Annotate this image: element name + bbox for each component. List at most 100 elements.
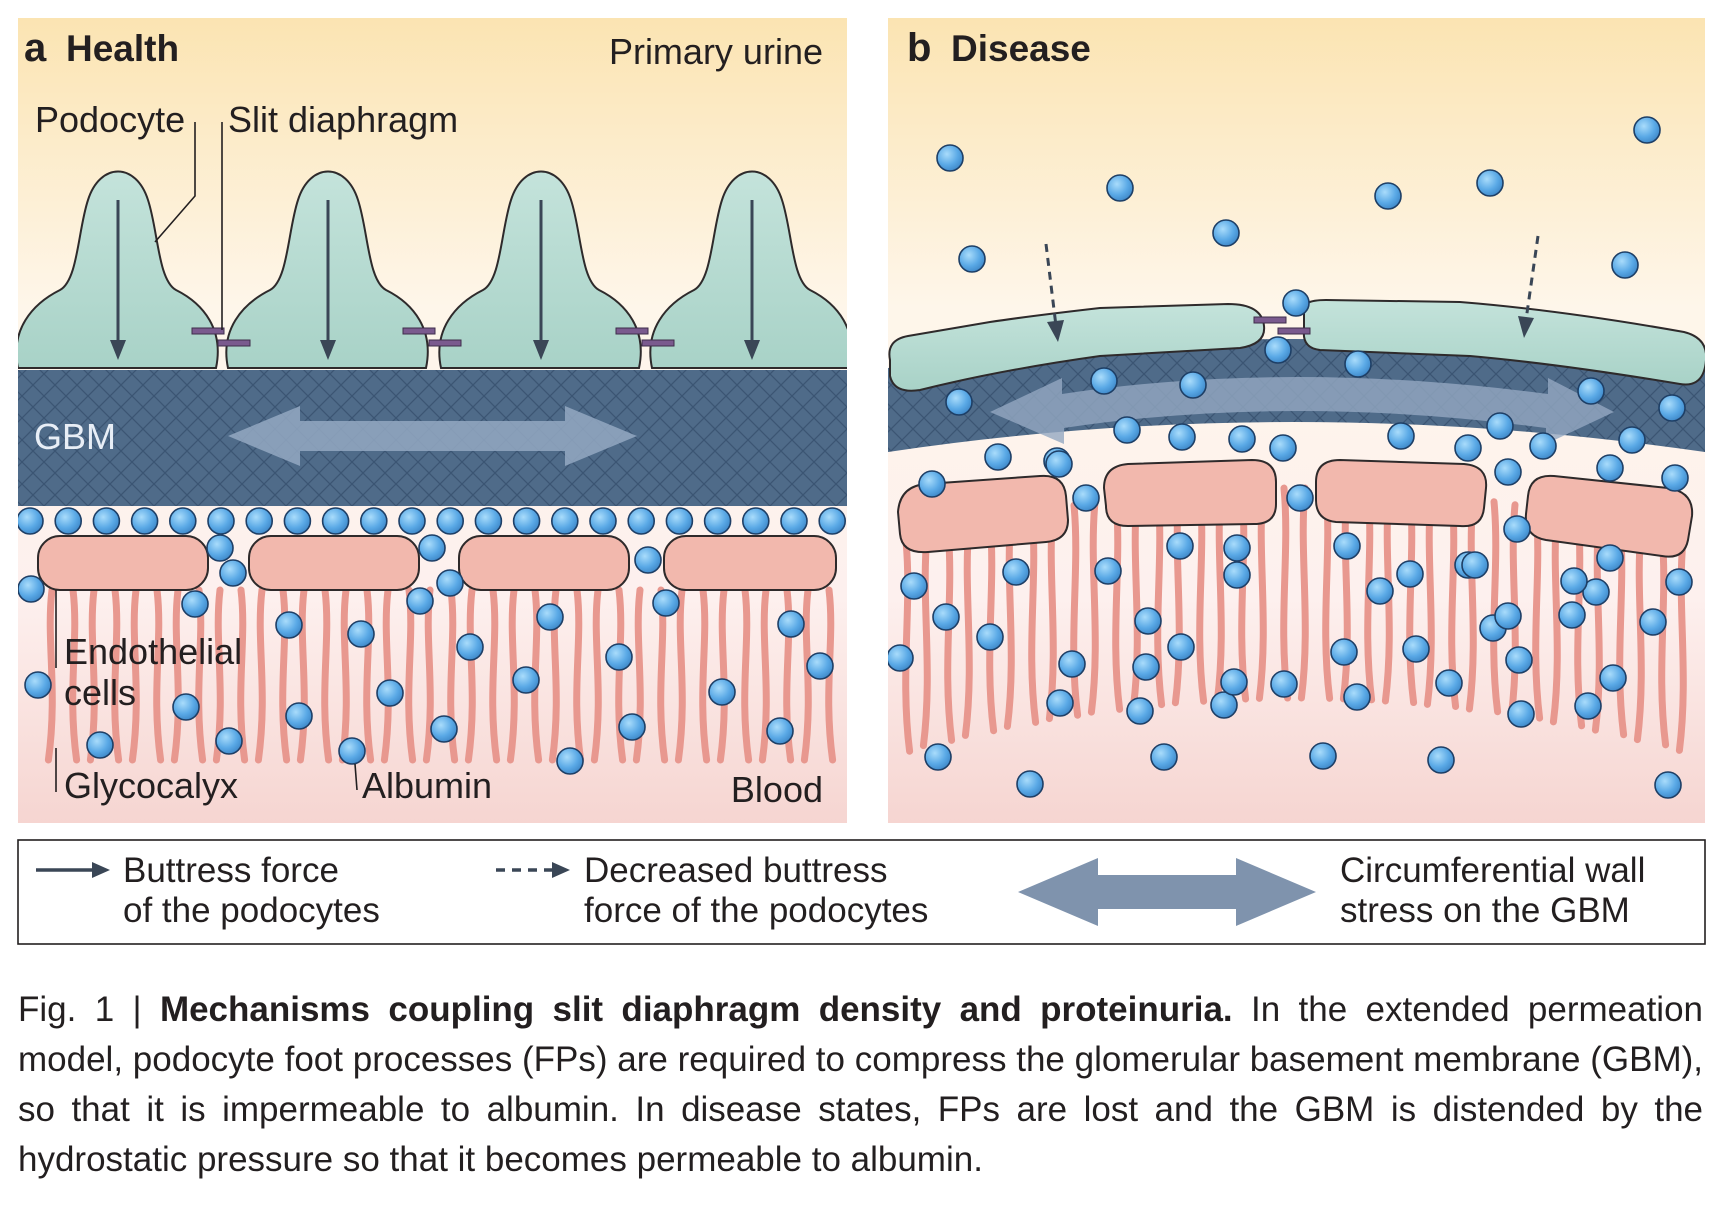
albumin-molecule <box>618 713 646 741</box>
albumin-molecule <box>436 569 464 597</box>
albumin-molecule <box>1330 638 1358 666</box>
glycocalyx-strand <box>800 586 812 764</box>
albumin-molecule <box>1309 742 1337 770</box>
albumin-molecule <box>18 575 45 603</box>
albumin-molecule <box>1212 219 1240 247</box>
buttress-arrows <box>110 200 760 360</box>
glycocalyx-strand <box>1280 484 1292 702</box>
albumin-molecule <box>1168 423 1196 451</box>
albumin-molecule <box>1599 664 1627 692</box>
legend-decreased-arrow <box>496 862 570 878</box>
slit-diaphragms <box>191 327 675 347</box>
albumin-molecule <box>1072 484 1100 512</box>
label-endothelial-line1: Endothelial <box>64 631 242 672</box>
albumin-molecule <box>285 702 313 730</box>
albumin-molecule <box>1166 532 1194 560</box>
albumin-molecule <box>1264 336 1292 364</box>
label-blood: Blood <box>731 769 823 810</box>
albumin-molecule <box>512 507 541 535</box>
albumin-molecule <box>1633 116 1661 144</box>
albumin-molecule <box>1045 450 1073 478</box>
label-leaders <box>55 122 358 792</box>
albumin-molecule <box>1402 635 1430 663</box>
albumin-molecule <box>1220 668 1248 696</box>
glycocalyx-strand <box>919 532 931 750</box>
glycocalyx-strand <box>1297 484 1309 702</box>
albumin-molecule <box>430 715 458 743</box>
glycocalyx-strand <box>961 521 973 739</box>
albumin-molecule <box>1286 484 1314 512</box>
glycocalyx-strand <box>128 586 140 764</box>
albumin-molecule <box>1596 544 1624 572</box>
glycocalyx-strand <box>944 526 956 744</box>
legend-buttress-line1: Buttress force <box>123 851 339 890</box>
albumin-molecule <box>1435 669 1463 697</box>
glycocalyx-strand <box>1070 501 1082 719</box>
albumin-molecule <box>932 603 960 631</box>
legend-decreased-line2: force of the podocytes <box>584 891 928 930</box>
albumin-molecule <box>665 507 694 535</box>
albumin-molecule <box>1223 561 1251 589</box>
albumin-molecule <box>1596 454 1624 482</box>
albumin-molecule <box>1611 251 1639 279</box>
glycocalyx-strand <box>422 586 434 764</box>
panel-health: a Health Primary urine Podocyte Slit dia… <box>18 18 847 823</box>
albumin-molecule <box>1167 633 1195 661</box>
legend: Buttress force of the podocytes Decrease… <box>17 839 1706 945</box>
albumin-molecule <box>1269 434 1297 462</box>
endothelial-cell <box>458 535 630 591</box>
albumin-molecule <box>436 507 465 535</box>
albumin-molecule <box>1494 458 1522 486</box>
glycocalyx-strand <box>111 586 123 764</box>
albumin-molecule <box>1639 608 1667 636</box>
glycocalyx-strand <box>44 586 56 764</box>
albumin-molecule <box>652 589 680 617</box>
glycocalyx-strand <box>1112 495 1124 713</box>
albumin-molecule <box>1658 394 1686 422</box>
albumin-molecules <box>888 116 1693 799</box>
albumin-molecule <box>900 572 928 600</box>
glycocalyx-strand <box>380 586 392 764</box>
endothelial-cell <box>663 535 837 591</box>
panel-b-title: Disease <box>951 28 1091 69</box>
glycocalyx-strand <box>573 586 585 764</box>
albumin-molecules <box>18 507 847 775</box>
podocytes <box>888 298 1705 392</box>
albumin-molecule <box>741 507 770 535</box>
slit-diaphragm <box>1277 327 1311 335</box>
glycocalyx-strand <box>153 586 165 764</box>
albumin-molecule <box>1210 691 1238 719</box>
albumin-molecule <box>780 507 808 535</box>
albumin-molecule <box>1507 700 1535 728</box>
albumin-molecule <box>1106 174 1134 202</box>
albumin-molecule <box>169 507 197 535</box>
albumin-molecule <box>1494 602 1522 630</box>
glycocalyx-strand <box>758 586 770 764</box>
albumin-molecule <box>1282 289 1310 317</box>
glycocalyx-strand <box>506 586 518 764</box>
albumin-molecule <box>1366 577 1394 605</box>
panel-b-letter: b <box>907 26 931 70</box>
albumin-molecule <box>456 633 484 661</box>
albumin-molecule <box>1665 568 1693 596</box>
label-albumin: Albumin <box>362 765 492 806</box>
albumin-molecule <box>283 507 312 535</box>
glycocalyx-strand <box>716 586 728 764</box>
albumin-molecule <box>474 507 503 535</box>
legend-buttress-arrow <box>36 862 110 878</box>
albumin-molecule <box>86 731 114 759</box>
albumin-molecule <box>888 644 914 672</box>
glycocalyx-strand <box>531 586 543 764</box>
albumin-molecule <box>976 623 1004 651</box>
caption-title: Mechanisms coupling slit diaphragm densi… <box>159 990 1233 1029</box>
panel-a-title: Health <box>66 28 179 69</box>
albumin-molecule <box>1016 770 1044 798</box>
albumin-molecule <box>708 678 736 706</box>
albumin-molecule <box>215 727 243 755</box>
panel-disease: b Disease <box>888 18 1705 823</box>
albumin-molecule <box>984 443 1012 471</box>
endothelial-cells <box>896 458 1694 558</box>
albumin-molecule <box>1661 464 1689 492</box>
albumin-molecule <box>1529 432 1557 460</box>
albumin-molecule <box>936 144 964 172</box>
